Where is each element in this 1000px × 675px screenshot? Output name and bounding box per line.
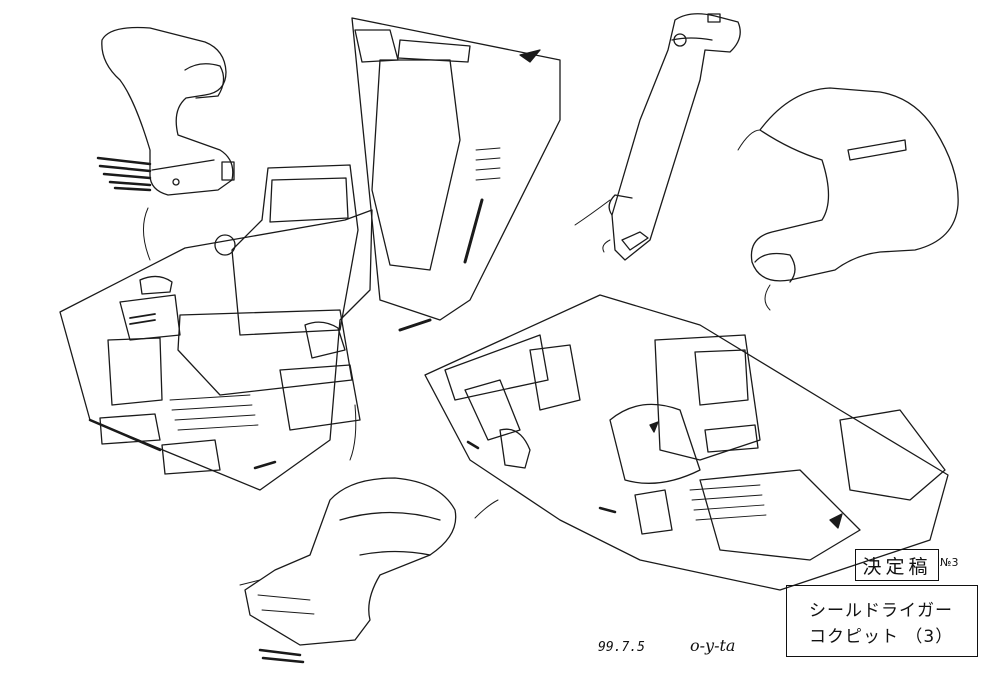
stamp-label: 決定稿 bbox=[862, 555, 932, 578]
cockpit-front-icon bbox=[424, 294, 949, 591]
final-draft-stamp: 決定稿 bbox=[855, 549, 939, 581]
page-mark: №3 bbox=[940, 556, 959, 569]
throttle-grip-icon bbox=[737, 87, 959, 311]
title-line-2: コクピット （3） bbox=[809, 627, 954, 647]
cockpit-seat-icon bbox=[59, 17, 561, 491]
title-box: シールドライガー コクピット （3） bbox=[786, 585, 978, 657]
joystick-base-icon bbox=[239, 477, 499, 664]
joystick-grip-icon bbox=[96, 26, 235, 261]
date-note: 99.7.5 bbox=[598, 640, 645, 655]
signature: o-y-ta bbox=[690, 636, 736, 655]
control-lever-icon bbox=[574, 13, 741, 261]
title-line-1: シールドライガー bbox=[809, 601, 953, 621]
